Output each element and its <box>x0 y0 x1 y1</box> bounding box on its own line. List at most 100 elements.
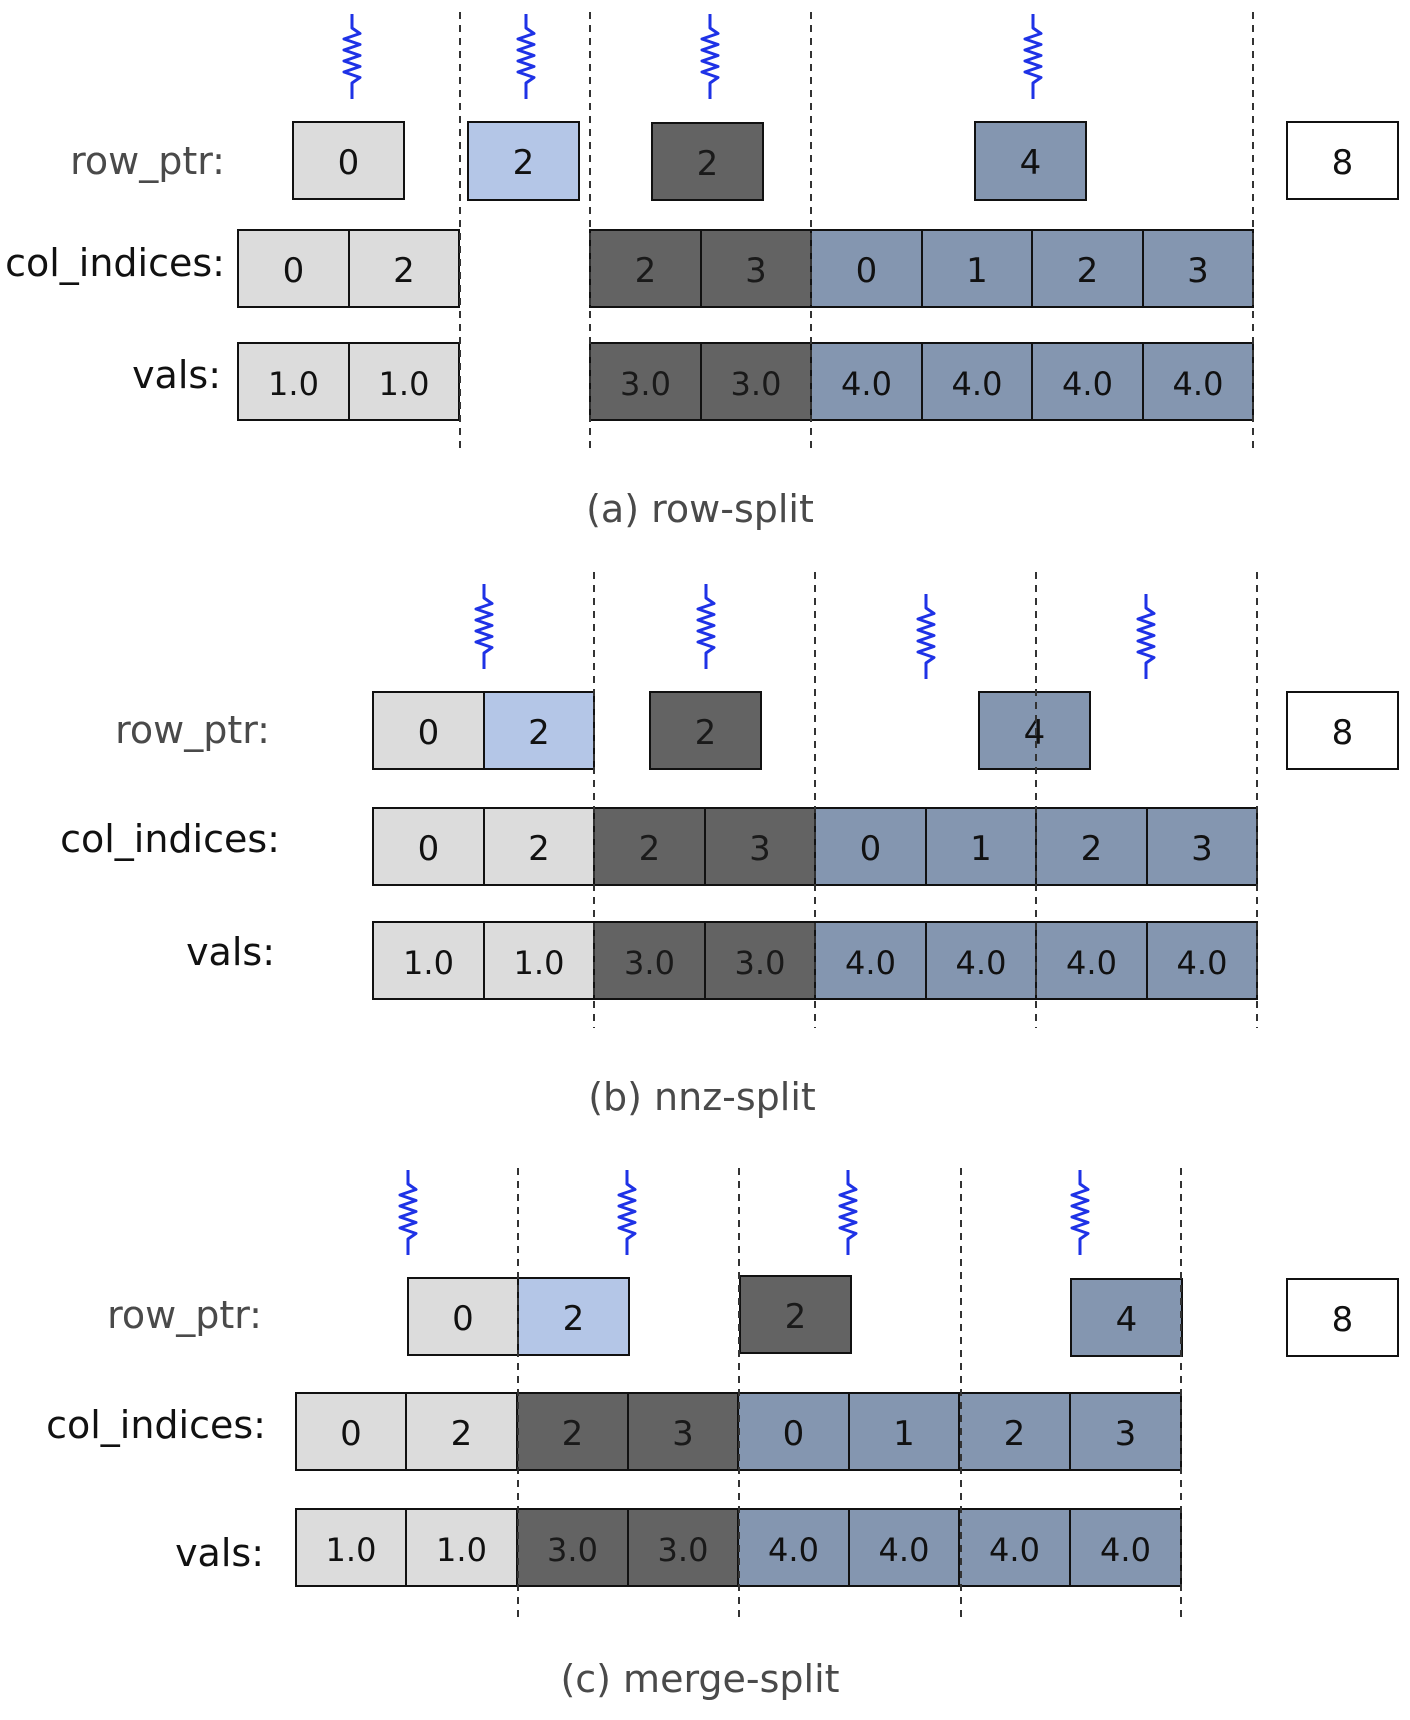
row-ptr-cell: 0 <box>372 691 485 770</box>
col-indices-cell: 3 <box>1069 1392 1182 1471</box>
col-indices-cell: 2 <box>1035 807 1148 886</box>
cell-value: 3.0 <box>735 944 786 982</box>
zigzag-thread-icon <box>617 1170 637 1255</box>
cell-value: 3.0 <box>731 365 782 403</box>
zigzag-thread-icon <box>342 14 362 99</box>
panel-caption: (a) row-split <box>586 487 814 531</box>
panel-nnz-split: row_ptr: col_indices: vals: 0 2 2 4 8 0 … <box>60 572 1399 1119</box>
cell-value: 4.0 <box>1173 365 1224 403</box>
cell-value: 2 <box>1004 1414 1026 1454</box>
threads <box>398 1170 1090 1255</box>
row-ptr-array: 0 2 2 4 8 <box>407 1275 1399 1357</box>
col-indices-cell: 2 <box>958 1392 1071 1471</box>
row-ptr-cell: 8 <box>1286 691 1399 770</box>
vals-cell: 1.0 <box>372 921 485 1000</box>
threads <box>474 584 1156 679</box>
col-indices-cell: 3 <box>1146 807 1258 886</box>
labels: row_ptr: col_indices: vals: <box>46 1293 266 1575</box>
col-indices-cell: 3 <box>704 807 816 886</box>
vals-cell: 4.0 <box>1146 921 1258 1000</box>
cell-value: 0 <box>783 1414 805 1454</box>
cell-value: 0 <box>338 143 360 183</box>
cell-value: 3.0 <box>620 365 671 403</box>
zigzag-thread-icon <box>1023 14 1043 99</box>
col-indices-cell: 2 <box>405 1392 518 1471</box>
cell-value: 2 <box>1077 251 1099 291</box>
cell-value: 2 <box>635 251 657 291</box>
col-indices-array: 0 2 2 3 0 1 2 3 <box>372 807 1258 886</box>
cell-value: 1.0 <box>514 944 565 982</box>
col-indices-cell: 3 <box>700 229 812 308</box>
cell-value: 8 <box>1332 143 1354 183</box>
col-indices-cell: 0 <box>295 1392 407 1471</box>
cell-value: 1 <box>893 1414 915 1454</box>
cell-value: 0 <box>283 251 305 291</box>
cell-value: 4 <box>1024 713 1046 753</box>
vals-cell: 1.0 <box>483 921 595 1000</box>
cell-value: 4.0 <box>952 365 1003 403</box>
row-ptr-cell: 2 <box>483 691 595 770</box>
col-indices-cell: 1 <box>848 1392 960 1471</box>
cell-value: 1.0 <box>268 365 319 403</box>
col-indices-label: col_indices: <box>46 1403 266 1447</box>
cell-value: 2 <box>785 1297 807 1337</box>
cell-value: 3.0 <box>658 1531 709 1569</box>
vals-array: 1.0 1.0 3.0 3.0 4.0 4.0 4.0 4.0 <box>237 342 1254 421</box>
row-ptr-array: 0 2 2 4 8 <box>292 121 1399 201</box>
cell-value: 4.0 <box>841 365 892 403</box>
vals-array: 1.0 1.0 3.0 3.0 4.0 4.0 4.0 4.0 <box>372 921 1258 1000</box>
cell-value: 4.0 <box>989 1531 1040 1569</box>
col-indices-array: 0 2 2 3 0 1 2 3 <box>237 229 1254 308</box>
cell-value: 0 <box>856 251 878 291</box>
cell-value: 2 <box>639 829 661 869</box>
row-ptr-cell: 8 <box>1286 1278 1399 1357</box>
cell-value: 2 <box>528 829 550 869</box>
zigzag-thread-icon <box>398 1170 418 1255</box>
col-indices-cell: 2 <box>593 807 706 886</box>
vals-cell: 4.0 <box>737 1508 850 1587</box>
col-indices-array: 0 2 2 3 0 1 2 3 <box>295 1392 1182 1471</box>
cell-value: 3 <box>672 1414 694 1454</box>
cell-value: 3 <box>749 829 771 869</box>
cell-value: 2 <box>695 713 717 753</box>
col-indices-cell: 1 <box>925 807 1037 886</box>
zigzag-thread-icon <box>1136 594 1156 679</box>
zigzag-thread-icon <box>474 584 494 669</box>
row-ptr-cell: 8 <box>1286 121 1399 200</box>
cell-value: 3 <box>1115 1414 1137 1454</box>
zigzag-thread-icon <box>700 14 720 99</box>
zigzag-thread-icon <box>838 1170 858 1255</box>
cell-value: 1.0 <box>436 1531 487 1569</box>
vals-cell: 3.0 <box>627 1508 739 1587</box>
vals-cell: 4.0 <box>1031 342 1144 421</box>
col-indices-cell: 3 <box>1142 229 1254 308</box>
row-ptr-cell: 4 <box>974 121 1087 201</box>
row-ptr-cell: 2 <box>467 121 580 201</box>
labels: row_ptr: col_indices: vals: <box>60 708 280 974</box>
cell-value: 3 <box>1187 251 1209 291</box>
split-dividers <box>593 572 1258 1028</box>
cell-value: 0 <box>340 1414 362 1454</box>
zigzag-thread-icon <box>696 584 716 669</box>
col-indices-cell: 0 <box>372 807 485 886</box>
vals-label: vals: <box>132 353 221 397</box>
col-indices-label: col_indices: <box>60 817 280 861</box>
panel-caption: (c) merge-split <box>560 1657 839 1701</box>
cell-value: 0 <box>860 829 882 869</box>
labels: row_ptr: col_indices: vals: <box>5 139 225 397</box>
cell-value: 0 <box>418 829 440 869</box>
vals-cell: 4.0 <box>810 342 923 421</box>
cell-value: 1.0 <box>379 365 430 403</box>
split-dividers <box>517 1168 1182 1620</box>
row-ptr-cell: 2 <box>739 1275 852 1354</box>
vals-cell: 1.0 <box>348 342 460 421</box>
col-indices-cell: 2 <box>589 229 702 308</box>
cell-value: 4.0 <box>879 1531 930 1569</box>
col-indices-cell: 0 <box>237 229 350 308</box>
cell-value: 4.0 <box>956 944 1007 982</box>
vals-cell: 1.0 <box>237 342 350 421</box>
vals-cell: 3.0 <box>593 921 706 1000</box>
row-ptr-label: row_ptr: <box>115 708 270 752</box>
cell-value: 1.0 <box>403 944 454 982</box>
